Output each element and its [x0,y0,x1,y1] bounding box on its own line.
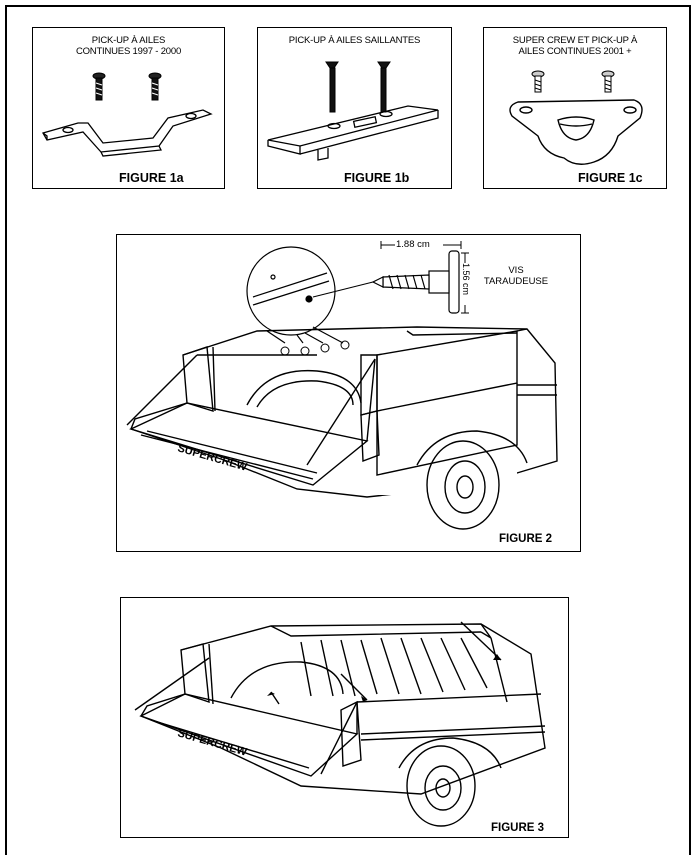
figure-1c-illustration [509,70,643,165]
figure-2-caption: FIGURE 2 [499,533,553,545]
screw-label-line2: TARAUDEUSE [483,276,549,287]
figure-3-illustration: SUPERCREW [134,621,546,827]
arrow-head-icon [267,654,501,702]
figure-3-panel: SUPERCREW FIGURE 3 [120,597,569,838]
figure-1c-header: SUPER CREW ET PICK-UP À AILES CONTINUES … [484,35,666,57]
long-bolt-icon [325,61,339,113]
figure-1c-header-line1: SUPER CREW ET PICK-UP À [512,35,638,46]
figure-1b-header-line1: PICK-UP À AILES SAILLANTES [288,35,421,46]
self-tapping-screw-icon [371,250,460,314]
tie-down-plate-shape [509,99,643,165]
screw-label-line1: VIS [508,265,524,276]
figure-1c-caption: FIGURE 1c [578,171,643,185]
figure-1a-header: PICK-UP À AILES CONTINUES 1997 - 2000 [33,35,224,57]
pickup-truck-drawing: SUPERCREW [134,621,546,827]
screw-icon [92,72,106,101]
figure-1a-header-line1: PICK-UP À AILES [91,35,166,46]
hole-markers [280,340,350,356]
bracket-shape [42,109,213,157]
screw-icon [148,72,162,101]
figure-1a-illustration [42,72,213,157]
figure-1a-caption: FIGURE 1a [119,171,184,185]
figure-1c-header-line2: AILES CONTINUES 2001 + [518,46,632,57]
dimension-marks [380,241,469,314]
figure-1b-caption: FIGURE 1b [344,171,410,185]
figure-1a-panel: PICK-UP À AILES CONTINUES 1997 - 2000 FI [32,27,225,189]
figure-1b-illustration [267,61,439,161]
figure-1b-panel: PICK-UP À AILES SAILLANTES FIGURE 1b [257,27,452,189]
screw-icon [531,70,545,93]
pickup-truck-drawing: SUPERCREW [126,326,558,530]
dimension-height-label: 1.56 cm [461,263,471,296]
figure-1b-header: PICK-UP À AILES SAILLANTES [258,35,451,46]
figure-2-illustration: SUPERCREW [126,241,558,530]
long-bolt-icon [377,61,391,113]
svg-text:SUPERCREW: SUPERCREW [176,727,249,758]
figure-2-panel: SUPERCREW 1.88 cm 1.56 cm VIS TARAUDEUSE… [116,234,581,552]
screw-label: VIS TARAUDEUSE [473,265,559,287]
figure-1a-header-line2: CONTINUES 1997 - 2000 [75,46,182,57]
figure-3-caption: FIGURE 3 [491,822,545,834]
page-frame [5,5,691,855]
figure-1c-panel: SUPER CREW ET PICK-UP À AILES CONTINUES … [483,27,667,189]
screw-icon [601,70,615,93]
detail-magnifier [246,246,374,344]
dimension-width-label: 1.88 cm [396,239,430,250]
bracket-shape [267,105,439,161]
